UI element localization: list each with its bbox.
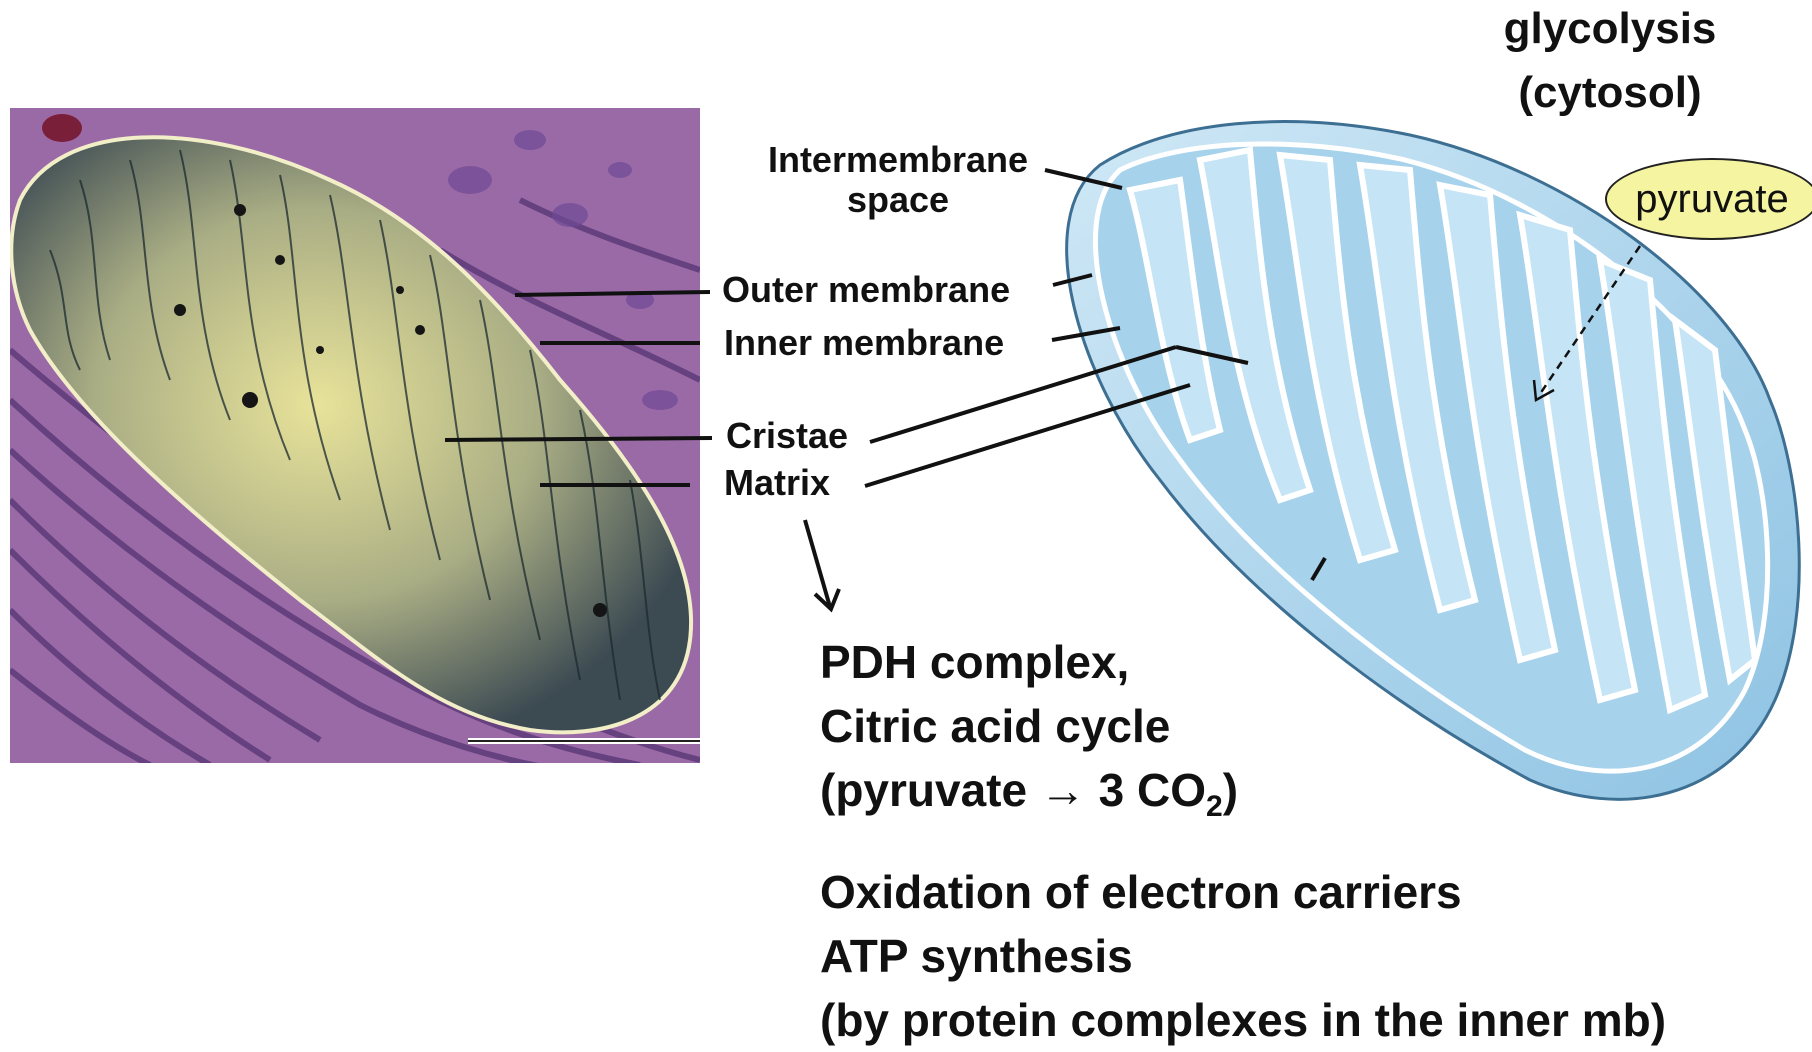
arrow-glyph: →	[1040, 764, 1086, 816]
pyruvate-bubble: pyruvate	[1605, 158, 1812, 240]
label-outer-membrane: Outer membrane	[722, 269, 1010, 311]
inner-membrane-processes: Oxidation of electron carriers ATP synth…	[820, 860, 1666, 1052]
matrix-processes: PDH complex, Citric acid cycle (pyruvate…	[820, 630, 1238, 839]
inner-process-line3: (by protein complexes in the inner mb)	[820, 988, 1666, 1052]
matrix-process-line2: Citric acid cycle	[820, 694, 1238, 758]
title: glycolysis	[1460, 4, 1760, 54]
inner-process-line1: Oxidation of electron carriers	[820, 860, 1666, 924]
matrix-process-line3: (pyruvate → 3 CO2)	[820, 758, 1238, 839]
inner-process-line2: ATP synthesis	[820, 924, 1666, 988]
em-granule	[42, 114, 82, 142]
label-matrix: Matrix	[724, 462, 830, 504]
matrix-process-line1: PDH complex,	[820, 630, 1238, 694]
label-inner-membrane: Inner membrane	[724, 322, 1004, 364]
subtitle: (cytosol)	[1460, 68, 1760, 118]
label-intermembrane-space: Intermembrane space	[748, 140, 1048, 220]
label-cristae: Cristae	[726, 415, 848, 457]
